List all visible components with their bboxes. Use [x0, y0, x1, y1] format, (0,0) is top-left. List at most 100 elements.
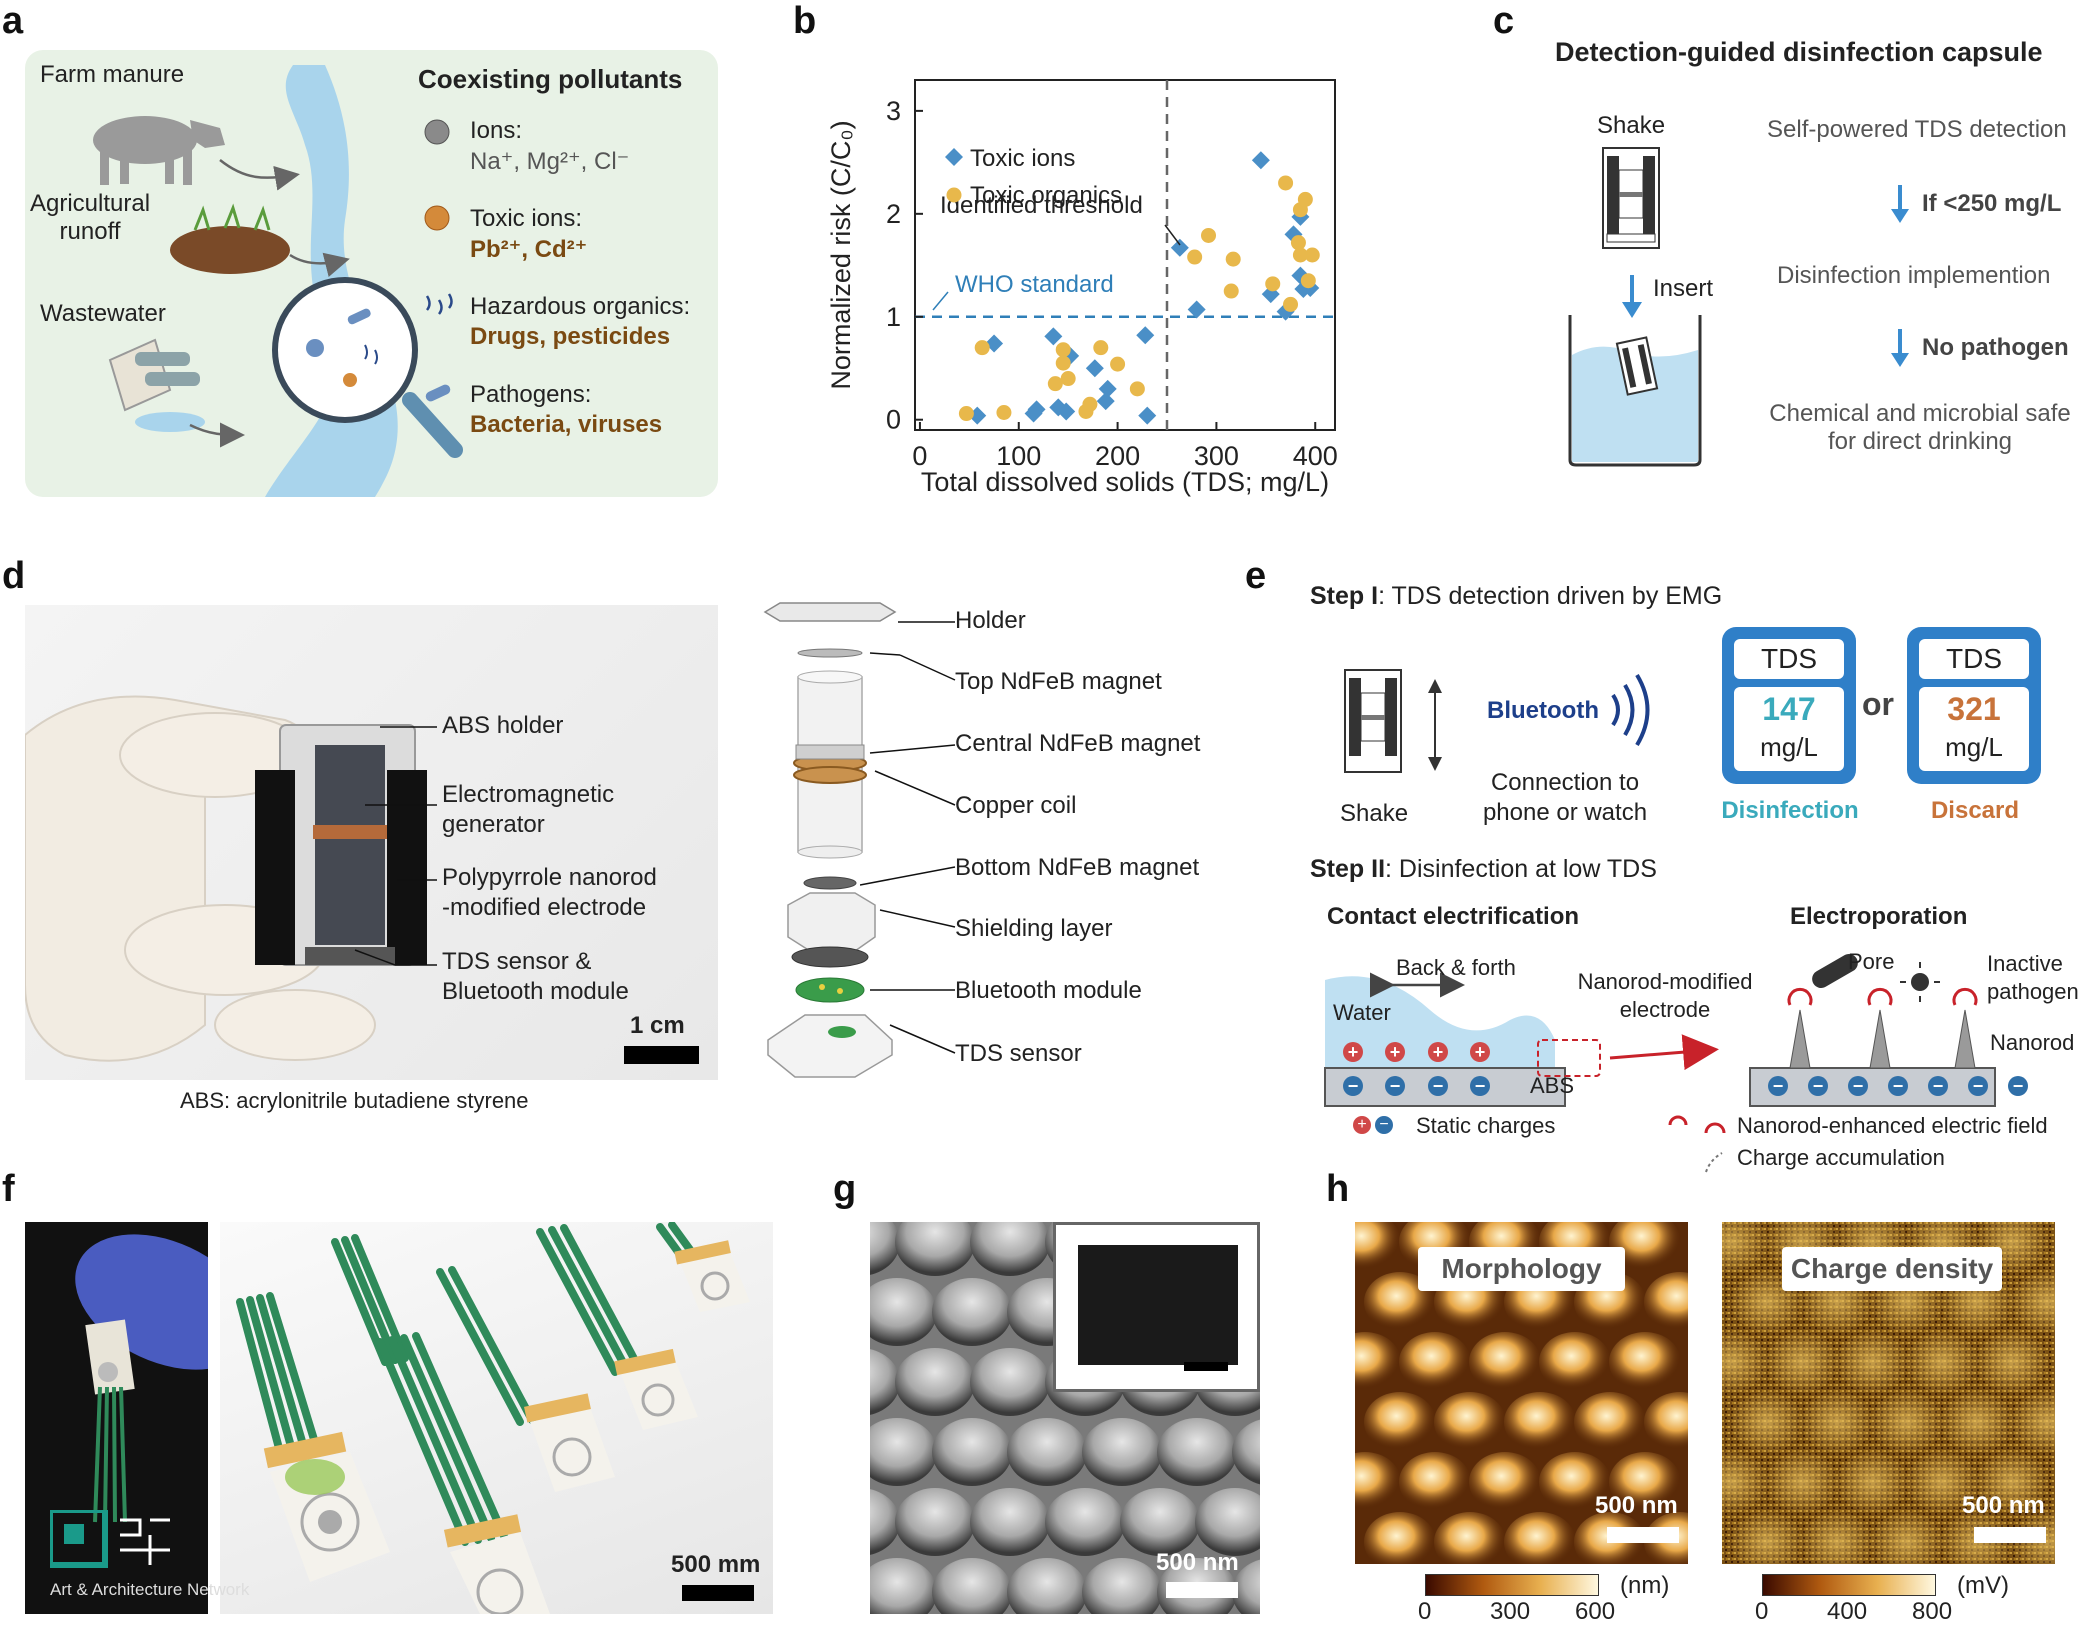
- surface-hill: [1801, 1512, 1873, 1564]
- x-tick-label: 100: [996, 441, 1041, 471]
- surface-hill: [1364, 1512, 1436, 1564]
- toxic-ions-point: [1187, 300, 1206, 319]
- surface-hill: [1469, 1452, 1541, 1512]
- flow-step-no-pathogen: No pathogen: [1922, 334, 2069, 361]
- pollutants-title: Coexisting pollutants: [418, 64, 683, 94]
- surface-hill: [1731, 1512, 1803, 1564]
- nanorod-bump: [1232, 1419, 1260, 1485]
- x-tick-label: 200: [1095, 441, 1140, 471]
- surface-hill: [1731, 1392, 1803, 1452]
- pollutant-ions-detail: Na⁺, Mg²⁺, Cl⁻: [470, 148, 630, 175]
- nanorod-bump: [870, 1489, 900, 1555]
- surface-hill: [1801, 1392, 1873, 1452]
- nanorod-bump: [1082, 1418, 1162, 1486]
- surface-hill: [1836, 1452, 1908, 1512]
- surface-hill: [1644, 1392, 1688, 1452]
- panel-label-h: h: [1326, 1168, 1350, 1210]
- magnifier-icon: [272, 277, 463, 458]
- surface-hill: [1364, 1392, 1436, 1452]
- y-axis-label: Normalized risk (C/C₀): [826, 120, 856, 389]
- pollutant-pathogens-detail: Bacteria, viruses: [470, 411, 663, 438]
- surface-hill: [1504, 1512, 1576, 1564]
- surface-hill: [1355, 1332, 1401, 1392]
- pollutant-ions-label: Ions:: [470, 117, 523, 144]
- nanorod-bump: [970, 1348, 1050, 1416]
- toxic-ions-point: [1284, 225, 1303, 244]
- toxic-ions-point: [1044, 327, 1063, 346]
- tds-screen-discard: TDS 321 mg/L: [1907, 627, 2041, 784]
- label-polypyrrole-electrode: Polypyrrole nanorod -modified electrode: [442, 864, 657, 921]
- grey-sphere-icon: [424, 119, 450, 145]
- y-tick-label: 0: [886, 405, 901, 435]
- nanorod-electrode-label: Nanorod-modified electrode: [1577, 969, 1753, 1022]
- minus-charge-icon: −: [1968, 1076, 1988, 1096]
- plot-frame: [914, 79, 1336, 431]
- legend-static-charges: Static charges: [1416, 1113, 1556, 1138]
- bluetooth-label: Bluetooth: [1487, 697, 1599, 724]
- charge-colorbar: [1762, 1574, 1936, 1596]
- screen-value: 147: [1762, 691, 1816, 727]
- legend-toxic-ions-marker: [945, 148, 963, 166]
- inset-scale-bar: [1184, 1362, 1228, 1371]
- morphology-unit: (nm): [1620, 1572, 1670, 1599]
- toxic-organics-point: [958, 406, 974, 422]
- field-arc-icon: [1704, 1122, 1726, 1134]
- minus-charge-icon: −: [1808, 1076, 1828, 1096]
- toxic-ions-point: [1057, 402, 1076, 421]
- toxic-ions-point: [1138, 406, 1157, 425]
- panel-g-scale-label: 500 nm: [1156, 1549, 1239, 1576]
- morphology-tick-300: 300: [1490, 1598, 1531, 1625]
- source-farm-manure: Farm manure: [40, 61, 185, 88]
- legend-icons: [1704, 1122, 1726, 1173]
- source-agricultural-runoff: Agricultural runoff: [30, 190, 151, 245]
- water-label: Water: [1333, 1000, 1391, 1025]
- capsule-title: Detection-guided disinfection capsule: [1555, 37, 2043, 67]
- toxic-organics-point: [1129, 381, 1145, 397]
- sensor-on-finger-photo: [25, 1222, 208, 1614]
- toxic-organics-point: [1055, 342, 1071, 358]
- panel-a: Farm manure Agricultural runoff Wastewat…: [25, 50, 718, 497]
- nanorod-bump: [970, 1488, 1050, 1556]
- nanorod-bump: [1007, 1418, 1087, 1486]
- legend-toxic-ions: Toxic ions: [970, 145, 1075, 172]
- discard-caption: Discard: [1930, 797, 2020, 824]
- charge-tick-800: 800: [1912, 1598, 1953, 1625]
- panel-label-d: d: [2, 555, 26, 597]
- surface-hill: [1609, 1222, 1681, 1272]
- abs-caption: ABS: acrylonitrile butadiene styrene: [180, 1088, 529, 1113]
- capsule-insert-label: Insert: [1653, 275, 1714, 302]
- toxic-organics-point: [1265, 276, 1281, 292]
- toxic-ions-point: [1136, 326, 1155, 345]
- exploded-holder: Holder: [955, 607, 1026, 634]
- abs-label: ABS: [1530, 1073, 1575, 1098]
- panel-f-scale-label: 500 mm: [671, 1551, 761, 1578]
- nanorod-bump: [1157, 1418, 1237, 1486]
- exploded-copper-coil: Copper coil: [955, 792, 1077, 819]
- scale-bar: [624, 1046, 699, 1064]
- surface-hill: [1906, 1452, 1978, 1512]
- sem-image: 500 nm: [870, 1222, 1260, 1614]
- cow-icon: [93, 116, 225, 185]
- exploded-tds-sensor: TDS sensor: [955, 1040, 1082, 1067]
- toxic-organics-point: [1055, 355, 1071, 371]
- screen-title: TDS: [1734, 639, 1844, 679]
- electroporation-title: Electroporation: [1790, 903, 1968, 930]
- step1-heading: Step I: TDS detection driven by EMG: [1310, 582, 1723, 610]
- afm-morphology-image: Morphology 500 nm: [1355, 1222, 1688, 1564]
- minus-charge-icon: −: [1343, 1076, 1363, 1096]
- legend-toxic-organics: Toxic organics: [970, 182, 1122, 209]
- surface-hill: [1976, 1332, 2048, 1392]
- x-tick-label: 400: [1293, 441, 1338, 471]
- charge-scale-bar: [1974, 1527, 2046, 1543]
- nanorod-bump: [970, 1222, 1050, 1276]
- toxic-organics-point: [1292, 247, 1308, 263]
- surface-hill: [1399, 1452, 1471, 1512]
- panel-label-g: g: [833, 1168, 857, 1210]
- surface-hill: [1976, 1452, 2048, 1512]
- plus-charge-icon: +: [1428, 1042, 1448, 1062]
- minus-charge-icon: −: [1888, 1076, 1908, 1096]
- surface-hill: [1906, 1332, 1978, 1392]
- toxic-organics-point: [996, 405, 1012, 420]
- panel-label-c: c: [1493, 0, 1515, 42]
- tds-screen-disinfection: TDS 147 mg/L: [1722, 627, 1856, 784]
